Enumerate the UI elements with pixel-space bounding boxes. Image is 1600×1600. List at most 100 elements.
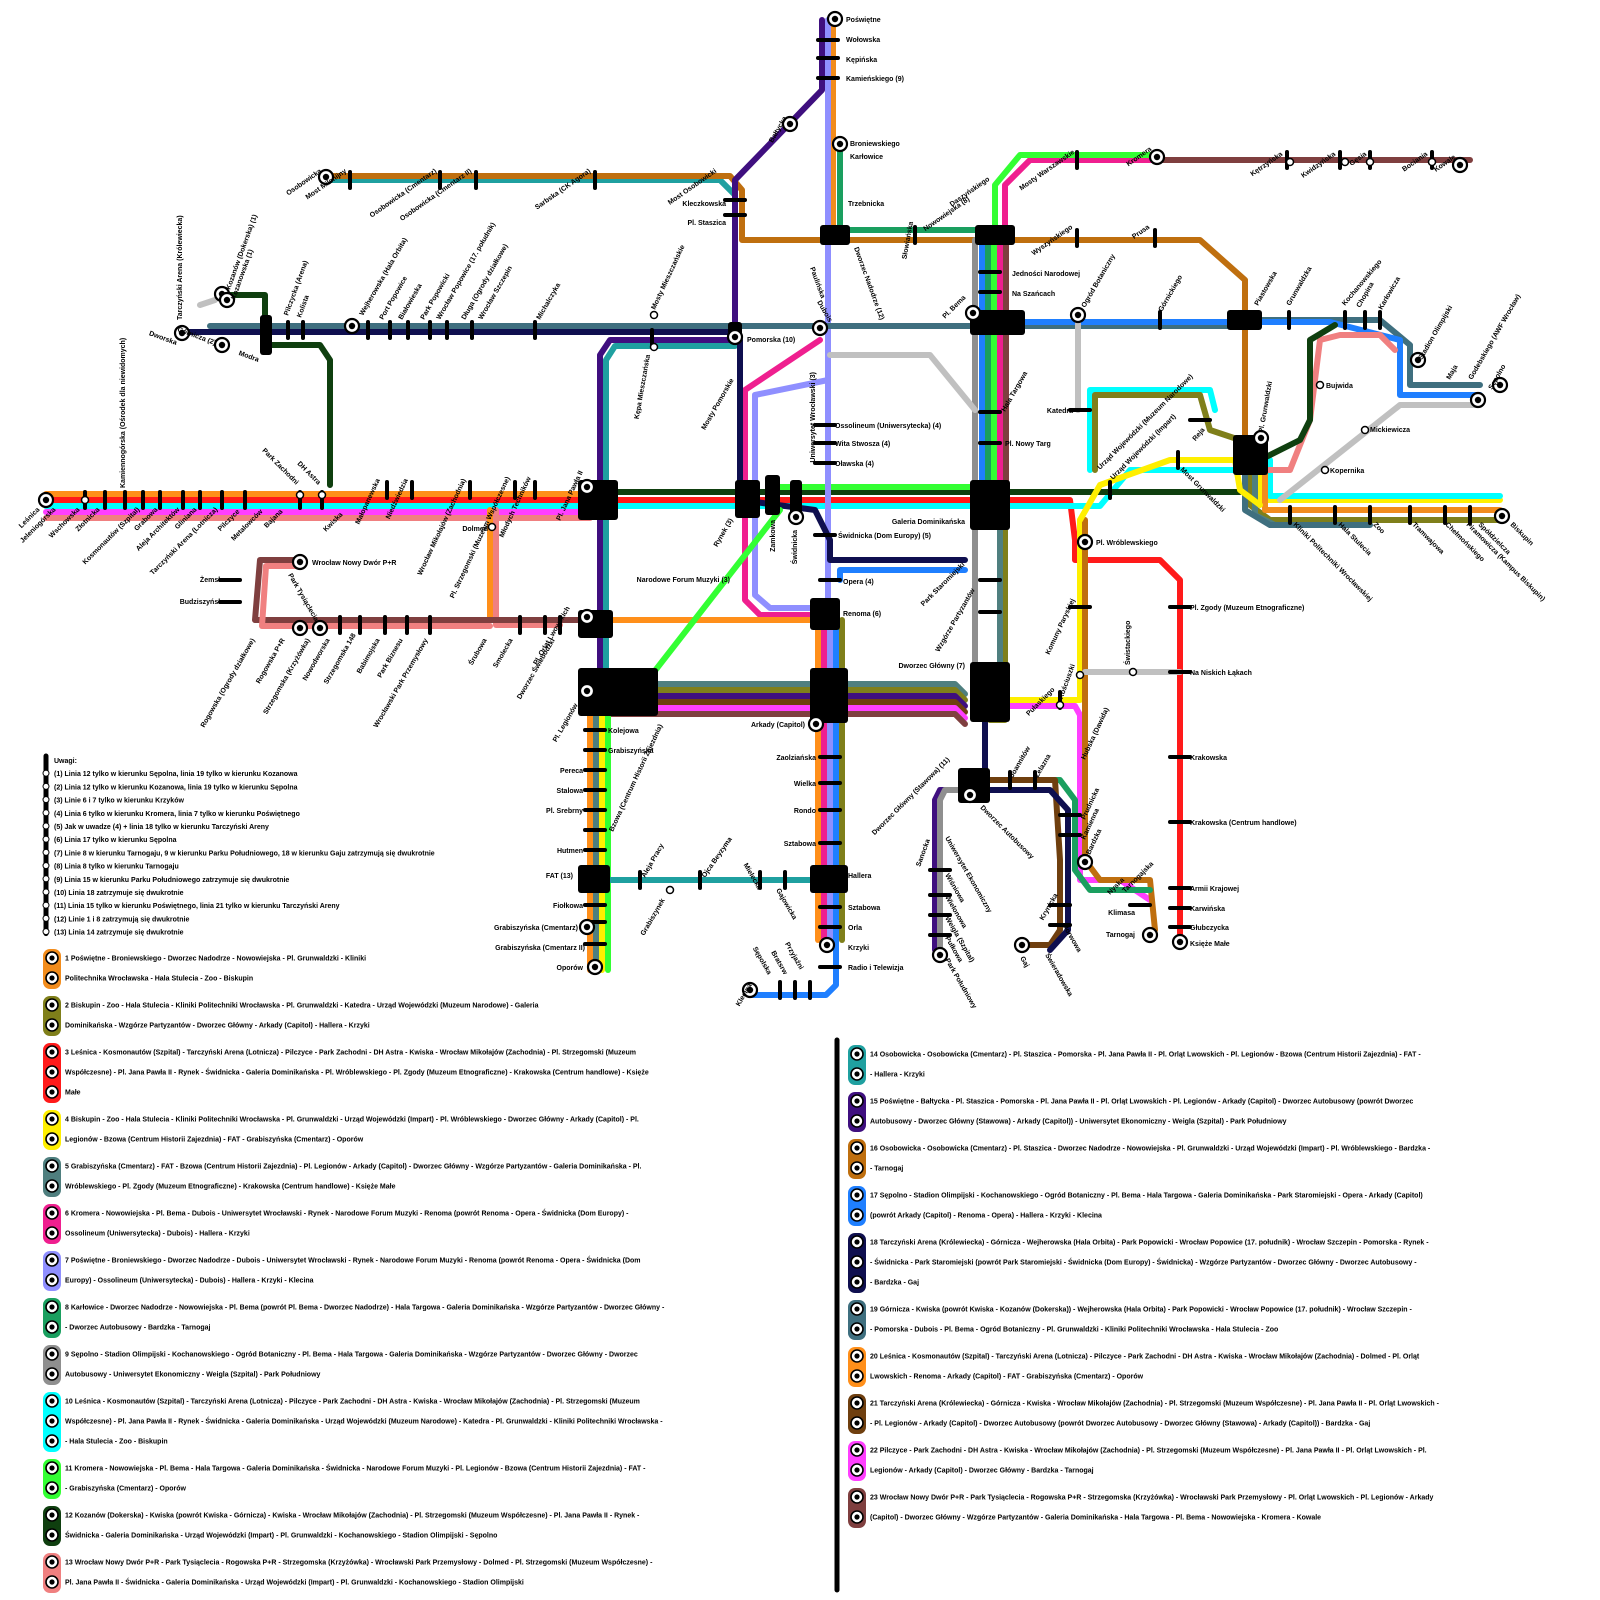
legend-marker-center	[854, 1051, 859, 1056]
station-label-rondo: Rondo	[794, 808, 816, 815]
terminus-center	[1019, 942, 1025, 948]
note-dot	[43, 889, 49, 895]
line-bishop-bundle-e	[1265, 470, 1500, 510]
stop-tick	[583, 788, 607, 792]
terminus-center	[732, 334, 738, 340]
legend-marker-center	[49, 1049, 54, 1054]
station-label-krakowska: Krakowska	[1190, 755, 1227, 762]
line-15-north	[735, 20, 822, 340]
legend-line-10-text: Współczesne) - Pl. Jana Pawła II - Rynek…	[65, 1417, 663, 1426]
interchange-hub	[975, 225, 1015, 245]
terminus-center	[297, 559, 303, 565]
station-label-maja: Maja	[1446, 364, 1460, 381]
stop-tick	[978, 290, 1002, 294]
station-label-ketrzynska: Kętrzyńska	[1250, 151, 1285, 178]
note-item: (7) Linie 8 w kierunku Tarnogaju, 9 w ki…	[54, 850, 435, 857]
legend-marker-center	[854, 1239, 859, 1244]
stop-tick	[723, 198, 747, 202]
station-label-hallera: Hallera	[848, 873, 871, 880]
station-label-zemska: Żemska	[200, 576, 226, 584]
station-label-opera: Opera (4)	[843, 579, 874, 586]
terminus-center	[970, 310, 976, 316]
stop-tick	[778, 980, 782, 1000]
stop-tick	[1158, 310, 1162, 330]
station-dot	[1130, 669, 1137, 676]
terminus-center	[1154, 154, 1160, 160]
interchange-hub	[735, 480, 760, 518]
station-label-biskupin: Biskupin	[1509, 521, 1535, 547]
legend-line-16-text: 16 Osobowicka - Osobowicka (Cmentarz) - …	[870, 1146, 1431, 1153]
station-label-katedra: Katedra	[1047, 408, 1073, 415]
terminus-center	[43, 497, 49, 503]
station-label-joannitow: Joannitów	[1009, 745, 1033, 779]
station-label-arkady: Arkady (Capitol)	[751, 722, 805, 729]
stop-tick	[783, 870, 787, 890]
station-label-trzebnicka: Trzebnicka	[848, 201, 884, 208]
note-dot	[43, 915, 49, 921]
station-label-pl_zgody: Pl. Zgody (Muzeum Etnograficzne)	[1190, 605, 1304, 612]
legend-marker-center	[49, 1230, 54, 1235]
station-label-wroclaw_szczepin: Wrocław Szczepin	[478, 265, 514, 321]
legend-line-1-text: Politechnika Wrocławska - Hala Stulecia …	[65, 976, 253, 983]
station-label-krynicka: Krynicka	[1039, 892, 1060, 921]
stop-tick	[978, 441, 1002, 445]
legend-marker-center	[854, 1165, 859, 1170]
station-label-pl_srebrny: Pl. Srebrny	[546, 808, 583, 815]
stop-tick	[301, 320, 305, 340]
notes-title: Uwagi:	[54, 758, 77, 765]
terminus-center	[584, 484, 590, 490]
stop-tick	[1363, 310, 1367, 330]
stop-tick	[474, 170, 478, 190]
stop-tick	[723, 213, 747, 217]
stop-tick	[103, 490, 107, 510]
station-label-park_poludniowy: Park Południowy	[943, 958, 977, 1010]
legend-line-21-text: 21 Tarczyński Arena (Królewiecka) - Górn…	[870, 1401, 1440, 1408]
interchange-hub	[810, 598, 840, 630]
station-dot	[82, 497, 89, 504]
stop-tick	[1287, 310, 1291, 330]
station-label-karwinska: Karwińska	[1190, 906, 1225, 913]
station-label-kolejowa: Kolejowa	[608, 728, 639, 735]
station-label-dworzec_swiebodzki: Dworzec Świebodzki	[515, 636, 557, 700]
station-label-reja: Reja	[1192, 427, 1207, 443]
station-label-tarnogaj: Tarnogaj	[1106, 932, 1135, 939]
legend-marker-center	[49, 1512, 54, 1517]
station-label-budziszynska: Budziszyńska	[180, 599, 226, 606]
station-label-mosty_pomorskie: Mosty Pomorskie	[701, 377, 736, 431]
station-label-piramowicza: Piramowicza (Kampus Biskupin)	[1465, 521, 1546, 602]
station-label-pl_wroblewskiego: Pl. Wróblewskiego	[1096, 540, 1158, 547]
stop-tick	[583, 903, 607, 907]
note-item: (8) Linia 8 tylko w kierunku Tarnogaju	[54, 864, 179, 871]
note-dot	[43, 836, 49, 842]
legend-line-18-text: 18 Tarczyński Arena (Królewiecka) - Górn…	[870, 1240, 1429, 1247]
station-label-pl_legionow: Pl. Legionów	[552, 702, 580, 743]
legend-marker-center	[49, 1418, 54, 1423]
stop-tick	[123, 490, 127, 510]
legend-marker-center	[49, 1351, 54, 1356]
stop-tick	[366, 320, 370, 340]
station-label-swidnicka: Świdnicka	[790, 530, 799, 564]
terminus-center	[813, 721, 819, 727]
stop-tick	[1368, 505, 1372, 525]
legend-line-3-text: Współczesne) - Pl. Jana Pawła II - Rynek…	[65, 1068, 649, 1077]
stop-tick	[816, 38, 840, 42]
station-label-karlowice: Karłowice	[850, 154, 883, 161]
station-label-pl_orlat: Pl. Orląt Lwowskich	[533, 606, 572, 667]
note-item: (4) Linia 6 tylko w kierunku Kromera, li…	[54, 811, 300, 818]
stop-tick	[1075, 150, 1079, 170]
station-label-dworzec_glowny: Dworzec Główny (7)	[898, 663, 965, 670]
legend-line-5-text: 5 Grabiszyńska (Cmentarz) - FAT - Bzowa …	[65, 1164, 641, 1171]
stop-tick	[348, 170, 352, 190]
station-label-wroclaw_nowy_dwor: Wrocław Nowy Dwór P+R	[312, 560, 396, 567]
station-label-babimojska: Babimojska	[356, 637, 382, 675]
legend-marker-center	[49, 1485, 54, 1490]
station-label-renoma: Renoma (6)	[843, 611, 881, 618]
station-label-pomorska: Pomorska (10)	[747, 337, 795, 344]
station-label-kepinska: Kępińska	[846, 57, 877, 64]
legend-marker-center	[49, 1210, 54, 1215]
note-dot	[43, 902, 49, 908]
stop-tick	[220, 490, 224, 510]
station-label-glubczycka: Głubczycka	[1190, 925, 1229, 932]
station-label-uniwersytet_wr: Uniwersytet Wrocławski (3)	[810, 372, 817, 463]
terminus-center	[584, 688, 590, 694]
